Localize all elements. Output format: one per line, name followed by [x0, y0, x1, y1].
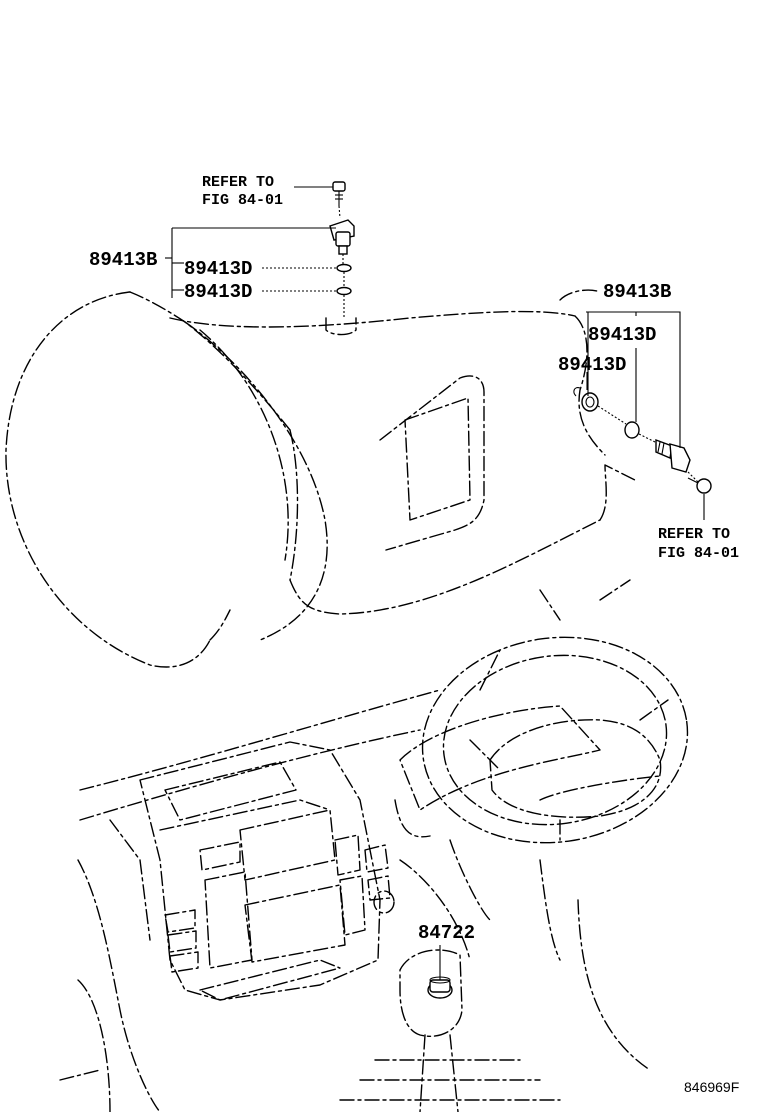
steering-wheel-outline: [421, 636, 689, 844]
refer-top-line2: FIG 84-01: [202, 192, 283, 209]
right-speed-sensor-assembly: [573, 311, 712, 520]
right-oring-inner-icon: [624, 421, 640, 439]
part-label-right-lower: 89413D: [558, 354, 626, 376]
top-oring-lower-icon: [336, 286, 352, 296]
transmission-outline: [5, 289, 636, 668]
refer-top-line1: REFER TO: [202, 174, 274, 191]
part-label-shift: 84722: [418, 922, 475, 944]
top-sensor-icon: [329, 219, 355, 255]
top-oring-upper-icon: [336, 263, 352, 273]
labels: REFER TO FIG 84-01 89413B 89413D 89413D …: [89, 174, 739, 1095]
shift-lever-outline: [339, 945, 561, 1112]
right-bolt-icon: [687, 477, 712, 494]
part-label-left-lower: 89413D: [184, 281, 252, 303]
part-label-left-group: 89413B: [89, 249, 157, 271]
part-label-right-upper: 89413D: [588, 324, 656, 346]
shift-lock-switch-icon: [427, 976, 453, 999]
dashboard-outline: [59, 579, 651, 1112]
part-label-left-upper: 89413D: [184, 258, 252, 280]
refer-right-line2: FIG 84-01: [658, 545, 739, 562]
figure-code: 846969F: [684, 1079, 739, 1095]
refer-right-line1: REFER TO: [658, 526, 730, 543]
top-bolt-icon: [332, 181, 346, 206]
right-sensor-icon: [655, 438, 691, 473]
top-speed-sensor-assembly: [165, 181, 355, 318]
right-oring-outer-icon: [573, 387, 599, 412]
part-label-right-group: 89413B: [603, 281, 671, 303]
